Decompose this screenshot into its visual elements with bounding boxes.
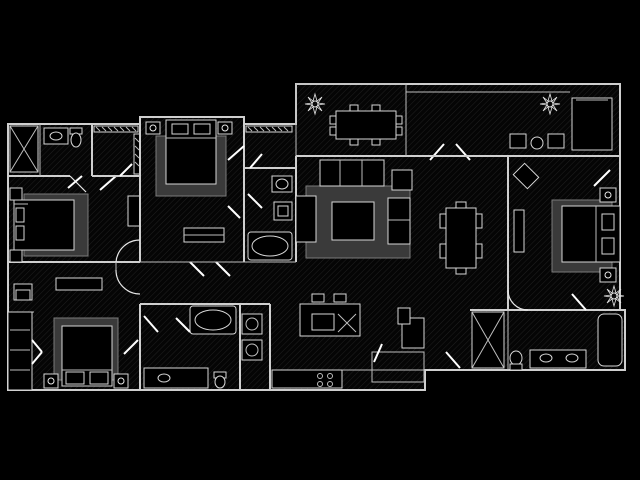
bathroom-2 <box>247 156 297 262</box>
exterior-wall <box>7 83 626 391</box>
dining-room <box>439 201 483 275</box>
hallway <box>115 239 231 295</box>
primary-bedroom <box>470 97 625 311</box>
walk-in-closet-2 <box>244 125 296 169</box>
bathroom-1 <box>9 124 93 176</box>
bedroom-3 <box>7 283 159 391</box>
primary-bathroom <box>445 310 623 371</box>
interior-walls <box>140 155 508 371</box>
kitchen <box>271 293 425 389</box>
bathroom-3 <box>140 303 271 390</box>
bedroom-1 <box>8 175 141 291</box>
patio <box>295 83 570 157</box>
laundry <box>241 313 263 361</box>
bedroom-2 <box>139 119 245 262</box>
living-room <box>295 143 471 259</box>
